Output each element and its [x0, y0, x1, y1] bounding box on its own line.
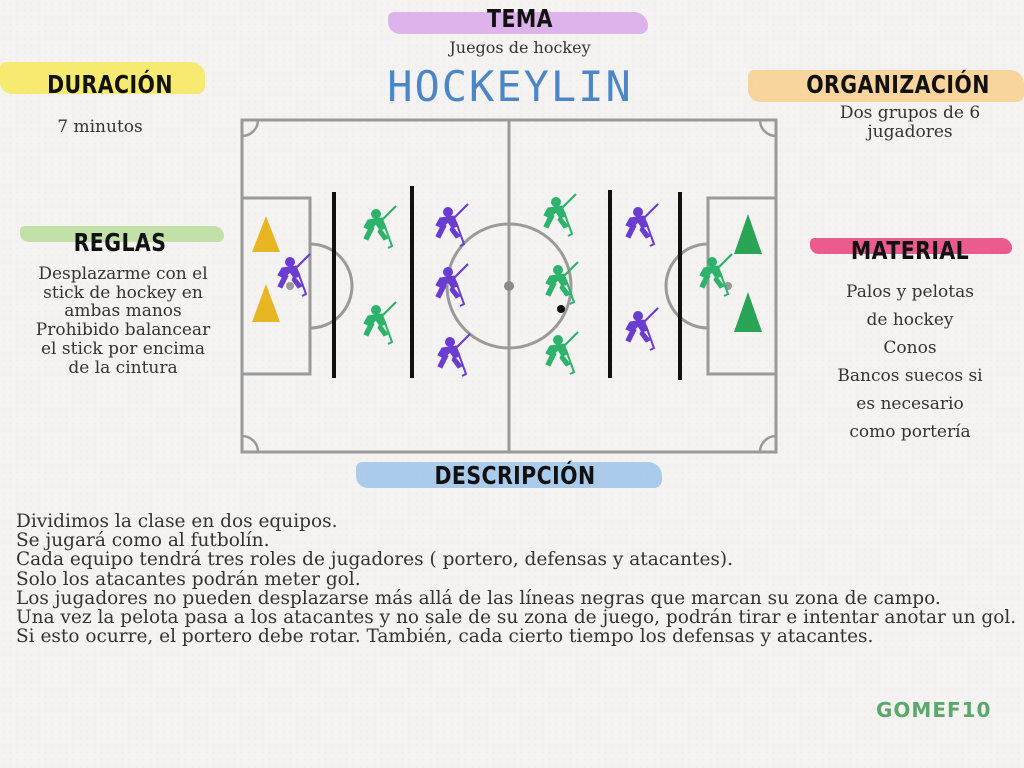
organizacion-line: jugadores: [867, 122, 953, 142]
cone-icon: [734, 214, 762, 254]
hockey-player-icon: [434, 202, 470, 248]
descripcion-heading: DESCRIPCIÓN: [434, 461, 596, 490]
hockey-player-icon: [434, 262, 470, 308]
descripcion-brush: [356, 462, 662, 488]
descripcion-line: Los jugadores no pueden desplazarse más …: [16, 587, 941, 609]
material-heading: MATERIAL: [850, 236, 970, 265]
cone-icon: [734, 292, 762, 332]
organizacion-brush: [748, 70, 1024, 102]
duracion-heading: DURACIÓN: [47, 70, 173, 99]
ball-icon: [557, 305, 565, 313]
hockey-player-icon: [362, 204, 398, 250]
reglas-brush: [20, 226, 224, 242]
hockey-field: [240, 118, 778, 454]
hockey-player-icon: [698, 252, 734, 298]
organizacion-line: Dos grupos de 6: [839, 103, 981, 123]
descripcion-line: Cada equipo tendrá tres roles de jugador…: [16, 549, 734, 571]
signature: GOMEF10: [876, 698, 992, 722]
descripcion-line: Una vez la pelota pasa a los atacantes y…: [16, 607, 1017, 629]
hockey-player-icon: [276, 252, 312, 298]
descripcion-line: Dividimos la clase en dos equipos.: [16, 511, 338, 532]
material-brush: [810, 238, 1012, 254]
material-text: Palos y pelotas de hockey Conos Bancos s…: [810, 278, 1010, 446]
hockey-player-icon: [624, 306, 660, 352]
tema-brush: [388, 12, 648, 34]
cone-icon: [252, 284, 280, 322]
cone-icon: [252, 216, 280, 252]
material-line: Palos y pelotas: [846, 282, 974, 302]
page-title: HOCKEYLIN: [387, 62, 633, 111]
material-line: es necesario: [856, 394, 964, 414]
tema-heading: TEMA: [487, 4, 553, 33]
material-line: como portería: [849, 422, 971, 442]
organizacion-heading: ORGANIZACIÓN: [806, 70, 990, 99]
reglas-line: ambas manos: [64, 301, 182, 322]
descripcion-text: Dividimos la clase en dos equipos. Se ju…: [16, 511, 1021, 648]
hockey-player-icon: [542, 192, 578, 238]
hockey-player-icon: [624, 202, 660, 248]
hockey-player-icon: [544, 330, 580, 376]
reglas-line: el stick por encima: [41, 338, 205, 359]
reglas-line: Desplazarme con el: [38, 264, 208, 284]
reglas-text: Desplazarme con el stick de hockey en am…: [18, 265, 228, 377]
hockey-player-icon: [436, 332, 472, 378]
material-line: de hockey: [866, 310, 954, 330]
tema-subtitle: Juegos de hockey: [449, 38, 591, 57]
duracion-value: 7 minutos: [57, 117, 143, 137]
hockey-player-icon: [362, 300, 398, 346]
material-line: Conos: [883, 338, 937, 358]
descripcion-line: Solo los atacantes podrán meter gol.: [16, 568, 361, 590]
reglas-line: de la cintura: [68, 357, 178, 378]
organizacion-text: Dos grupos de 6 jugadores: [800, 104, 1020, 142]
hockey-player-icon: [544, 260, 580, 306]
descripcion-line: Si esto ocurre, el portero debe rotar. T…: [16, 626, 874, 648]
reglas-line: stick de hockey en: [43, 282, 203, 303]
duracion-brush: [0, 62, 205, 94]
reglas-line: Prohibido balancear: [35, 320, 211, 341]
reglas-heading: REGLAS: [73, 228, 167, 257]
descripcion-line: Se jugará como al futbolín.: [16, 530, 270, 552]
material-line: Bancos suecos si: [837, 366, 983, 386]
